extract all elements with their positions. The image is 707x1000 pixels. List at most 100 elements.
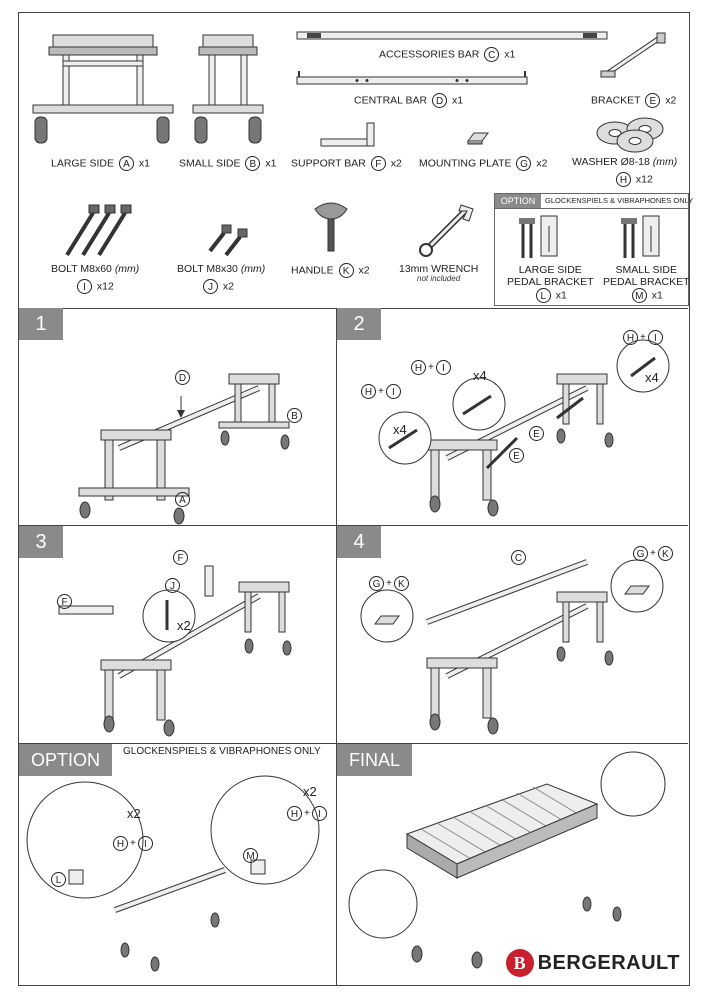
part-label-large-side: LARGE SIDE A x1 — [51, 156, 150, 171]
step-number: 3 — [19, 526, 63, 558]
callout-i: I — [385, 384, 401, 399]
part-letter: J — [203, 279, 218, 294]
part-label-bolt-m8x60-qty: I x12 — [75, 279, 114, 294]
mounting-plate-drawing — [467, 132, 489, 145]
part-letter: H — [616, 172, 631, 187]
step-1-panel: 1 D B A — [19, 308, 337, 526]
part-qty: x1 — [138, 157, 150, 170]
callout-c: C — [511, 550, 526, 565]
callout-f: F — [173, 550, 188, 565]
washer-drawing — [596, 117, 664, 153]
handle-drawing — [314, 202, 348, 252]
part-name: CENTRAL BAR — [354, 94, 428, 107]
part-name: BRACKET — [591, 94, 641, 107]
part-name: BOLT M8x60 — [51, 263, 112, 275]
callout-d: D — [175, 370, 190, 385]
bracket-drawing — [600, 32, 666, 78]
large-pedal-bracket-drawing — [519, 215, 558, 258]
callout-a: A — [175, 492, 190, 507]
part-name-line2: PEDAL BRACKET — [603, 276, 690, 288]
part-label-small-side: SMALL SIDE B x1 — [179, 156, 276, 171]
step-3-panel: 3 F F J x2 — [19, 526, 337, 744]
option-step-drawing — [26, 775, 320, 972]
wrench-note: not included — [417, 274, 461, 283]
brand-mark: B — [505, 949, 534, 977]
part-letter: D — [432, 93, 448, 108]
part-label-large-pedal-bracket: LARGE SIDE PEDAL BRACKET L x1 — [507, 264, 594, 303]
step-1-drawing — [78, 373, 290, 525]
part-name-line1: LARGE SIDE — [518, 264, 582, 276]
callout-i: I — [137, 836, 153, 851]
accessories-bar-drawing — [296, 31, 608, 40]
part-name: 13mm WRENCH — [399, 263, 479, 275]
part-letter: M — [631, 288, 647, 303]
step-2-drawing — [378, 339, 670, 517]
callout-hi-left: H+I — [111, 836, 155, 851]
step-number: 4 — [337, 526, 381, 558]
part-unit: (mm) — [652, 156, 678, 168]
option-step-tag: OPTION — [19, 744, 113, 776]
part-label-handle: HANDLE K x2 — [291, 263, 370, 278]
part-letter: C — [484, 47, 500, 62]
part-letter: B — [245, 156, 261, 171]
part-qty: x2 — [390, 157, 402, 170]
option-step-panel: OPTION GLOCKENSPIELS & VIBRAPHONES ONLY … — [19, 744, 337, 985]
bolt-m8x60-drawing — [65, 204, 132, 257]
part-qty: x1 — [651, 289, 663, 302]
callout-h: H — [113, 836, 128, 851]
wrench-drawing — [419, 204, 474, 257]
callout-l: L — [51, 872, 66, 887]
callout-m: M — [243, 848, 258, 863]
part-name: WASHER Ø8-18 — [572, 156, 650, 168]
part-label-central-bar: CENTRAL BAR D x1 — [354, 93, 463, 108]
callout-i: I — [311, 806, 327, 821]
central-bar-drawing — [296, 71, 528, 85]
small-side-drawing — [192, 34, 264, 144]
step-number: 2 — [337, 308, 381, 340]
part-qty: x1 — [265, 157, 277, 170]
qty-label: x4 — [645, 370, 659, 385]
part-letter: G — [516, 156, 532, 171]
large-side-drawing — [32, 34, 174, 144]
brand-logo: B BERGERAULT — [505, 949, 680, 977]
part-qty: x2 — [358, 264, 370, 277]
part-label-bolt-m8x30-qty: J x2 — [201, 279, 234, 294]
qty-label: x2 — [303, 784, 317, 799]
part-qty: x1 — [504, 48, 516, 61]
callout-g: G — [633, 546, 648, 561]
option-parts-header: OPTION GLOCKENSPIELS & VIBRAPHONES ONLY — [495, 194, 693, 209]
callout-b: B — [287, 408, 302, 423]
part-name: HANDLE — [291, 264, 334, 277]
parts-list: LARGE SIDE A x1 SMALL SIDE B x1 ACCESSOR… — [19, 13, 693, 309]
step-4-drawing — [360, 559, 664, 735]
part-unit: (mm) — [240, 263, 266, 275]
callout-hi-mid: H+I — [409, 360, 453, 375]
part-label-bolt-m8x60: BOLT M8x60 (mm) — [51, 263, 139, 275]
callout-h: H — [411, 360, 426, 375]
callout-i: I — [647, 330, 663, 345]
callout-e: E — [509, 448, 524, 463]
instruction-sheet: LARGE SIDE A x1 SMALL SIDE B x1 ACCESSOR… — [18, 12, 693, 986]
step-number: 1 — [19, 308, 63, 340]
support-bar-drawing — [320, 122, 375, 147]
callout-hi-left: H+I — [359, 384, 403, 399]
callout-i: I — [435, 360, 451, 375]
part-name: MOUNTING PLATE — [419, 157, 512, 170]
callout-k: K — [657, 546, 673, 561]
callout-hi-right: H+I — [621, 330, 665, 345]
qty-label: x4 — [473, 368, 487, 383]
part-name: BOLT M8x30 — [177, 263, 238, 275]
part-qty: x1 — [555, 289, 567, 302]
part-qty: x12 — [96, 280, 114, 293]
part-letter: F — [370, 156, 386, 171]
part-letter: E — [645, 93, 661, 108]
part-name: SUPPORT BAR — [291, 157, 366, 170]
part-name: ACCESSORIES BAR — [379, 48, 480, 61]
option-title: GLOCKENSPIELS & VIBRAPHONES ONLY — [545, 196, 694, 205]
part-letter: L — [535, 288, 551, 303]
final-assembly-drawing — [348, 751, 666, 969]
step-4-panel: 4 C G+K G+K — [337, 526, 688, 744]
brand-name: BERGERAULT — [537, 951, 680, 974]
part-label-accessories-bar: ACCESSORIES BAR C x1 — [379, 47, 515, 62]
step-3-drawing — [58, 565, 292, 737]
